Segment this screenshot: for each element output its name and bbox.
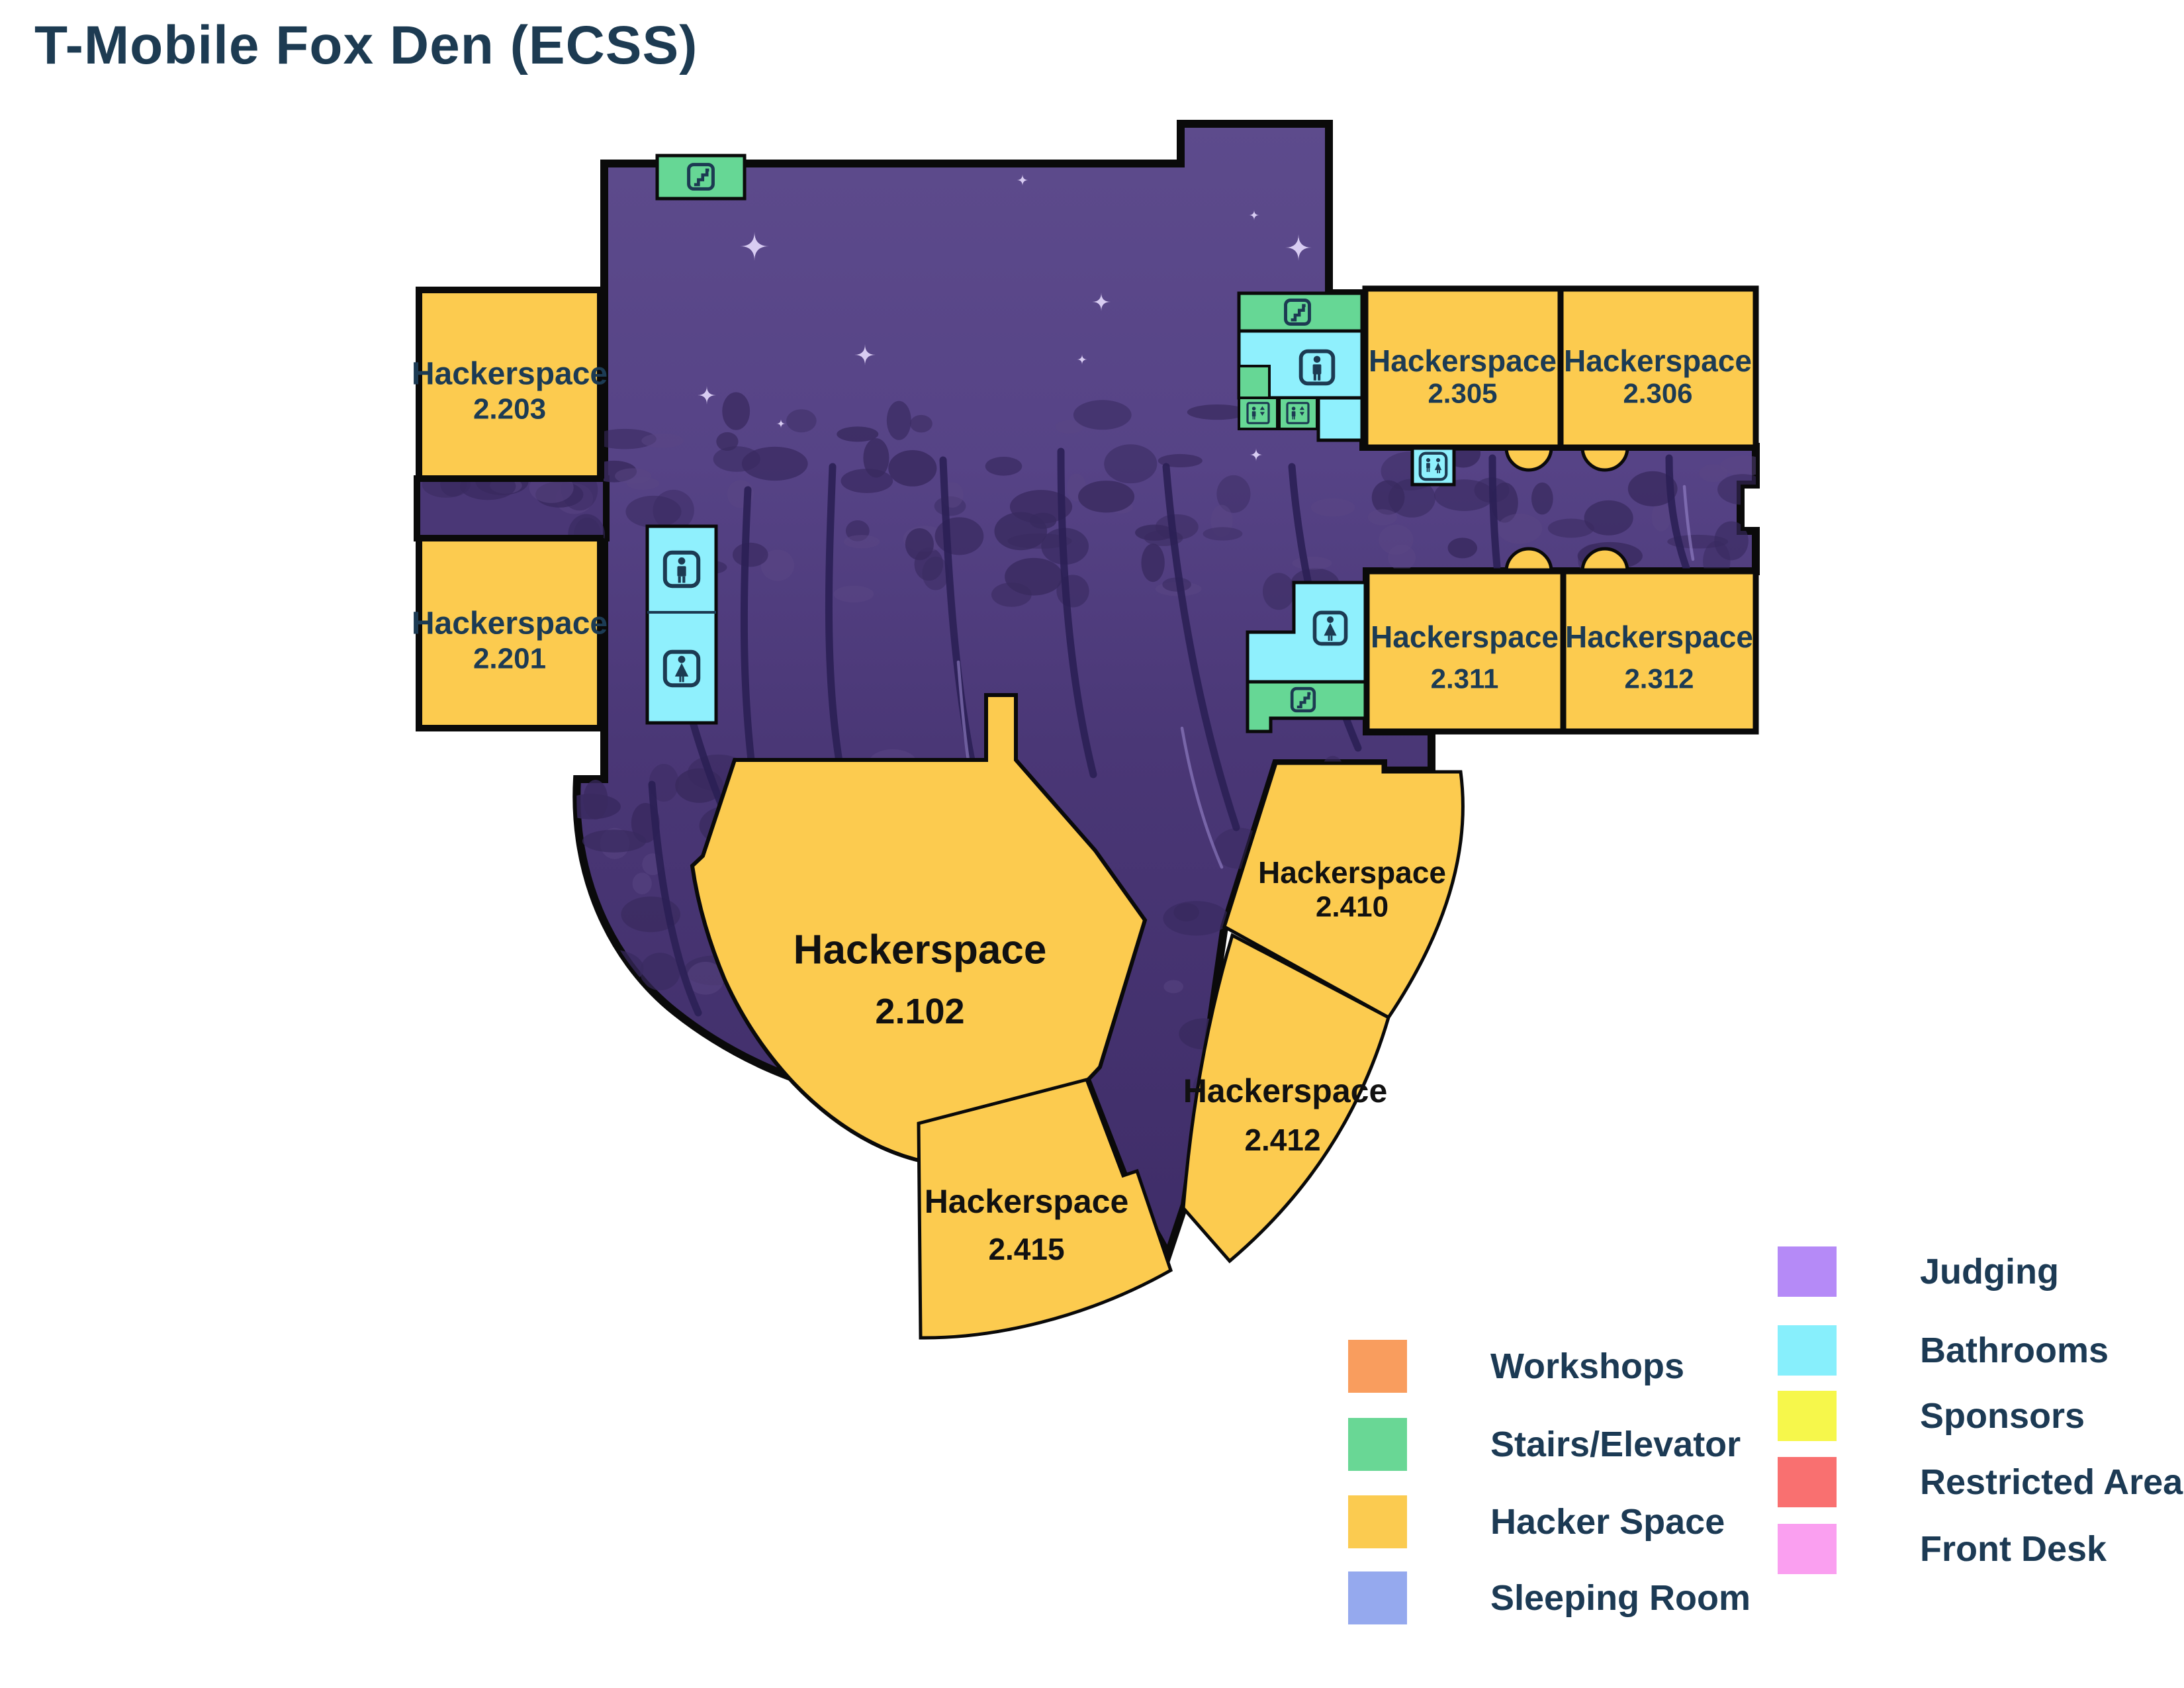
legend-label: Bathrooms	[1920, 1331, 2109, 1370]
legend-swatch-judging	[1778, 1246, 1837, 1297]
legend-label: Workshops	[1490, 1346, 1685, 1386]
room-number: 2.306	[1623, 378, 1692, 409]
legend-label: Stairs/Elevator	[1490, 1425, 1741, 1464]
legend-swatch-stairs-elevator	[1348, 1418, 1407, 1471]
room-number: 2.412	[1244, 1123, 1320, 1157]
room-number: 2.312	[1624, 663, 1694, 694]
room-label: Hackerspace	[1564, 344, 1752, 378]
legend-item-stairs-elevator: Stairs/Elevator	[1348, 1418, 1741, 1471]
legend-label: Restricted Area	[1920, 1462, 2183, 1502]
legend-item-restricted-area: Restricted Area	[1778, 1457, 2183, 1507]
door-arches	[1504, 445, 1629, 573]
legend-swatch-sponsors	[1778, 1391, 1837, 1441]
room-number: 2.311	[1431, 663, 1499, 694]
bathroom-stairs-area-mid-right	[1246, 581, 1367, 733]
room-2-312	[1560, 568, 1759, 735]
legend-label: Hacker Space	[1490, 1502, 1725, 1542]
room-2-203	[416, 287, 604, 482]
room-label: Hackerspace	[1258, 855, 1446, 890]
room-2-306	[1557, 285, 1759, 451]
room-number: 2.201	[473, 643, 546, 675]
room-number: 2.415	[988, 1232, 1064, 1266]
room-label: Hackerspace	[1183, 1072, 1388, 1109]
legend-swatch-hacker-space	[1348, 1495, 1407, 1548]
legend-swatch-sleeping-room	[1348, 1571, 1407, 1624]
room-label: Hackerspace	[1369, 344, 1557, 378]
legend-swatch-bathrooms	[1778, 1325, 1837, 1376]
legend-label: Front Desk	[1920, 1529, 2107, 1569]
legend-item-sleeping-room: Sleeping Room	[1348, 1571, 1751, 1624]
legend-label: Sleeping Room	[1490, 1578, 1751, 1618]
room-number: 2.305	[1428, 378, 1497, 409]
legend-item-sponsors: Sponsors	[1778, 1391, 2085, 1441]
bathroom-area-unisex	[1410, 446, 1456, 487]
stairs-bathroom-area-top-right	[1237, 291, 1364, 442]
legend-item-workshops: Workshops	[1348, 1340, 1684, 1393]
legend-item-front-desk: Front Desk	[1778, 1524, 2107, 1574]
bathroom-area-left	[645, 524, 718, 725]
room-2-305	[1362, 285, 1564, 451]
room-label: Hackerspace	[1371, 620, 1559, 654]
room-2-412	[1181, 933, 1390, 1264]
stairs-area-top-left	[655, 154, 747, 201]
room-number: 2.203	[473, 393, 546, 426]
room-label: Hackerspace	[412, 606, 608, 641]
legend-item-bathrooms: Bathrooms	[1778, 1325, 2109, 1376]
room-2-201	[416, 535, 604, 731]
legend-swatch-front-desk	[1778, 1524, 1837, 1574]
legend-item-judging: Judging	[1778, 1246, 2059, 1297]
room-2-410	[1222, 761, 1465, 1020]
room-number: 2.102	[875, 992, 964, 1031]
legend-swatch-workshops	[1348, 1340, 1407, 1393]
page-title: T-Mobile Fox Den (ECSS)	[34, 15, 698, 75]
legend-item-hacker-space: Hacker Space	[1348, 1495, 1725, 1548]
room-number: 2.410	[1316, 891, 1388, 923]
room-label: Hackerspace	[412, 357, 608, 392]
room-label: Hackerspace	[1565, 620, 1753, 654]
room-label: Hackerspace	[794, 927, 1047, 973]
legend-label: Sponsors	[1920, 1396, 2085, 1436]
room-label: Hackerspace	[925, 1183, 1129, 1220]
legend-swatch-restricted-area	[1778, 1457, 1837, 1507]
legend-label: Judging	[1920, 1252, 2059, 1291]
room-2-415	[917, 1078, 1173, 1340]
